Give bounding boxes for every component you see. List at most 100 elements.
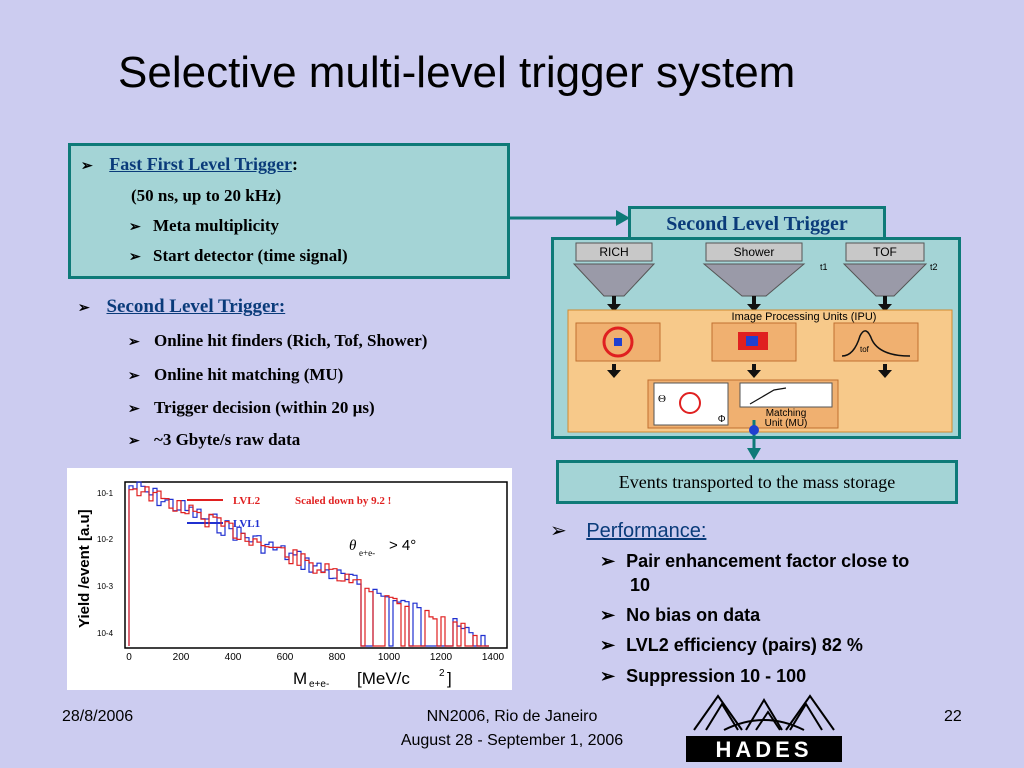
- x-tick: 200: [173, 652, 190, 663]
- x-tick: 1400: [482, 652, 505, 663]
- ring-center-icon: [614, 338, 622, 346]
- theta-label: Θ: [658, 393, 666, 405]
- mu-arrows-icon: [607, 364, 892, 378]
- cut-rest: > 4°: [389, 537, 416, 554]
- bullet-arrow-icon: ➢: [81, 159, 93, 174]
- first-level-heading: Fast First Level Trigger: [109, 154, 293, 174]
- performance-heading: Performance:: [586, 520, 707, 542]
- down-arrows-icon: [607, 296, 892, 312]
- x-tick: 1000: [378, 652, 401, 663]
- footer-conference-line2: August 28 - September 1, 2006: [400, 732, 624, 749]
- second-level-diagram: RICH Shower TOF t1 t2 Image Processing U…: [551, 237, 961, 439]
- list-item: ➢ ~3 Gbyte/s raw data: [128, 430, 301, 449]
- x-axis-label-close: ]: [447, 669, 452, 688]
- list-item: ➢ Trigger decision (within 20 µs): [128, 398, 375, 417]
- slide-title: Selective multi-level trigger system: [118, 48, 796, 97]
- bullet-arrow-icon: ➢: [128, 335, 140, 350]
- first-level-subline: (50 ns, up to 20 kHz): [131, 186, 282, 205]
- spectrum-svg: Yield /event [a.u] 10-1 10-2 10-3 10-4 0…: [76, 481, 508, 690]
- x-tick: 0: [126, 652, 132, 663]
- heading-colon: :: [292, 154, 299, 174]
- lvl2-legend-label: LVL2: [233, 495, 261, 507]
- shower-center-icon: [746, 336, 758, 346]
- bullet-arrow-icon: ➢: [600, 605, 616, 625]
- phi-label: Φ: [718, 414, 725, 425]
- tof-label-box: [845, 242, 925, 262]
- list-item: ➢ Start detector (time signal): [129, 246, 348, 265]
- scaled-note: Scaled down by 9.2 !: [295, 495, 391, 507]
- y-axis-label: Yield /event [a.u]: [76, 509, 93, 628]
- shower-detector-icon: [702, 263, 806, 297]
- tof-sub-label: tof: [860, 345, 870, 354]
- list-item: ➢ Pair enhancement factor close to: [600, 551, 910, 571]
- bullet-arrow-icon: ➢: [600, 635, 616, 655]
- connector-arrow: [510, 210, 630, 226]
- hades-logo-emblem: [693, 694, 835, 731]
- list-item: ➢ Suppression 10 - 100: [600, 666, 807, 686]
- list-item-continuation: 10: [630, 575, 651, 595]
- footer-conference-line1: NN2006, Rio de Janeiro: [426, 708, 598, 725]
- x-ticks: 0 200 400 600 800 1000 1200 1400: [126, 652, 504, 663]
- tof-detector-icon: [842, 263, 928, 297]
- cut-theta: θ: [349, 538, 357, 554]
- x-axis-label-sup: 2: [439, 668, 445, 679]
- x-axis-label-sub: e+e-: [309, 679, 329, 690]
- hades-logo-text: HADES: [715, 737, 812, 762]
- y-tick: 10-3: [97, 582, 114, 591]
- bullet-arrow-icon: ➢: [129, 220, 141, 235]
- performance-heading-line: ➢ Performance:: [550, 518, 706, 543]
- events-storage-box: Events transported to the mass storage: [556, 460, 958, 504]
- first-level-heading-line: ➢ Fast First Level Trigger:: [81, 154, 298, 175]
- x-tick: 400: [225, 652, 242, 663]
- shower-label: Shower: [734, 245, 775, 259]
- second-level-diagram-title: Second Level Trigger: [628, 206, 886, 240]
- bullet-arrow-icon: ➢: [600, 666, 616, 686]
- mu-curve-box: [739, 382, 833, 408]
- bullet-arrow-icon: ➢: [550, 520, 567, 542]
- mu-label-2: Unit (MU): [765, 418, 808, 429]
- list-item: ➢ Meta multiplicity: [129, 216, 280, 235]
- rich-detector-icon: [572, 263, 656, 297]
- lvl2-histogram: [128, 486, 489, 647]
- down-arrow-icon: [747, 420, 761, 460]
- ipu-label: Image Processing Units (IPU): [732, 311, 877, 323]
- y-tick: 10-4: [97, 629, 114, 638]
- shower-label-box: [705, 242, 803, 262]
- list-item: ➢ LVL2 efficiency (pairs) 82 %: [600, 635, 863, 655]
- t2-label: t2: [930, 262, 938, 272]
- x-tick: 1200: [430, 652, 453, 663]
- y-tick: 10-2: [97, 535, 114, 544]
- t1-label: t1: [820, 262, 828, 272]
- footer-date: 28/8/2006: [62, 708, 134, 725]
- cut-sub: e+e-: [359, 548, 375, 558]
- x-tick: 800: [329, 652, 346, 663]
- hades-logo-bar: [686, 736, 842, 762]
- second-level-heading: Second Level Trigger:: [106, 296, 286, 317]
- tof-label: TOF: [873, 245, 897, 259]
- mass-spectrum-plot: Yield /event [a.u] 10-1 10-2 10-3 10-4 0…: [67, 468, 512, 690]
- second-level-heading-line: ➢ Second Level Trigger:: [78, 296, 285, 318]
- ring-icon: [602, 326, 634, 358]
- tof-curve-icon: [841, 330, 911, 357]
- list-item: ➢ Online hit matching (MU): [128, 365, 344, 384]
- match-ring-icon: [679, 392, 701, 414]
- page-number: 22: [944, 708, 962, 725]
- bullet-arrow-icon: ➢: [78, 301, 90, 316]
- bullet-arrow-icon: ➢: [129, 250, 141, 265]
- bullet-arrow-icon: ➢: [600, 551, 616, 571]
- bullet-arrow-icon: ➢: [128, 369, 140, 384]
- list-item: ➢ No bias on data: [600, 605, 761, 625]
- y-ticks: 10-1 10-2 10-3 10-4: [97, 489, 114, 638]
- trigger-architecture-diagram: RICH Shower TOF t1 t2 Image Processing U…: [567, 242, 953, 433]
- x-axis-label-unit: [MeV/c: [357, 669, 410, 688]
- rich-label: RICH: [599, 245, 628, 259]
- mu-curve-icon: [749, 387, 787, 405]
- list-item: ➢ Online hit finders (Rich, Tof, Shower): [128, 331, 428, 350]
- first-level-box: ➢ Fast First Level Trigger: (50 ns, up t…: [68, 143, 510, 279]
- bullet-arrow-icon: ➢: [128, 402, 140, 417]
- rich-label-box: [575, 242, 653, 262]
- x-tick: 600: [277, 652, 294, 663]
- hades-logo: HADES: [686, 694, 842, 762]
- theta-phi-plot: [653, 382, 729, 426]
- x-axis-label-m: M: [293, 669, 307, 688]
